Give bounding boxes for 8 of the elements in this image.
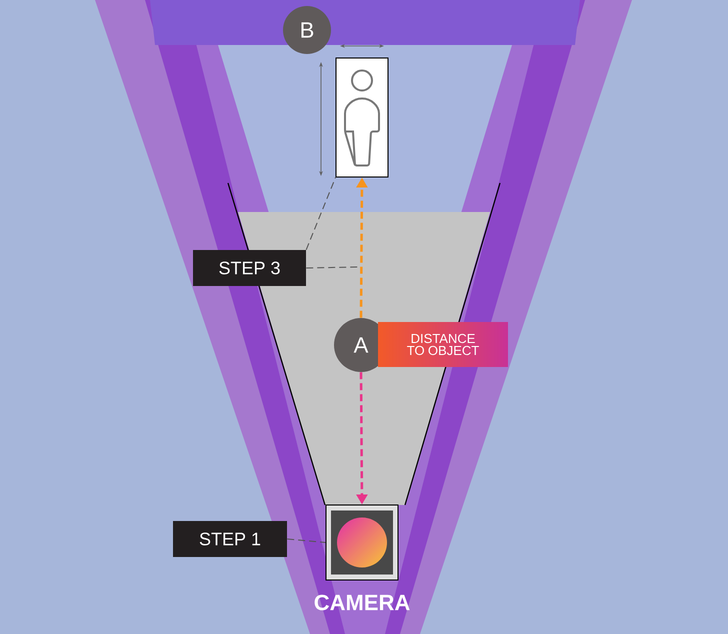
leader-line — [306, 177, 336, 250]
leader-line — [306, 266, 358, 268]
node-label: CAMERA — [314, 594, 410, 610]
leader-line — [286, 538, 326, 543]
step-label: STEP 1 — [173, 521, 287, 557]
person-card — [336, 58, 388, 178]
distance-tag: DISTANCE TO OBJECT — [407, 334, 479, 356]
step-label: STEP 3 — [193, 250, 306, 286]
